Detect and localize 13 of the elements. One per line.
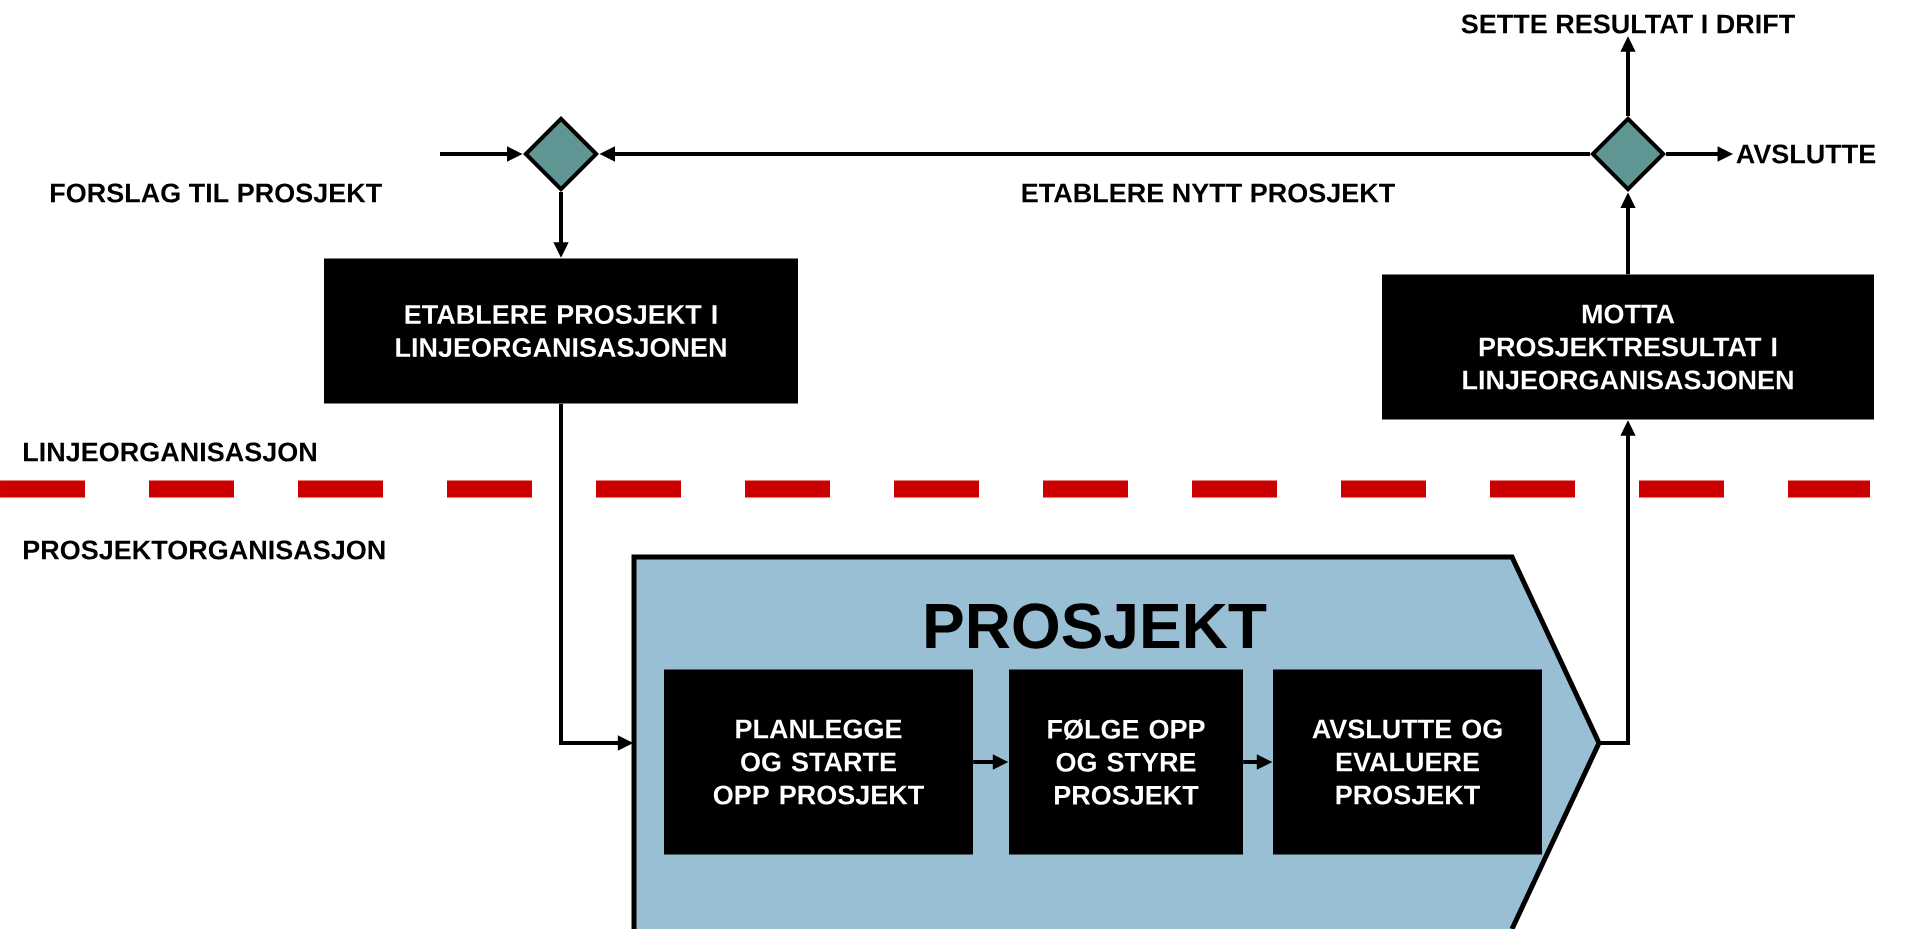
process-box: PLANLEGGE OG STARTE OPP PROSJEKT <box>664 669 973 855</box>
process-box: AVSLUTTE OG EVALUERE PROSJEKT <box>1273 669 1542 855</box>
decision-diamond <box>1590 116 1666 192</box>
text-label: FORSLAG TIL PROSJEKT <box>51 183 382 203</box>
edge-label: ETABLERE NYTT PROSJEKT <box>1018 181 1398 205</box>
process-box: MOTTA PROSJEKTRESULTAT I LINJEORGANISASJONEN <box>1382 274 1874 420</box>
process-box: ETABLERE PROSJEKT I LINJEORGANISASJONEN <box>324 258 798 404</box>
text-label: LINJEORGANISASJON <box>24 442 316 462</box>
process-box: FØLGE OPP OG STYRE PROSJEKT <box>1009 669 1243 855</box>
text-label: PROSJEKTORGANISASJON <box>24 540 385 560</box>
step-label: AVSLUTTE <box>1736 144 1876 164</box>
decision-diamond <box>523 116 599 192</box>
step-label: SETTE RESULTAT I DRIFT <box>1461 14 1795 34</box>
